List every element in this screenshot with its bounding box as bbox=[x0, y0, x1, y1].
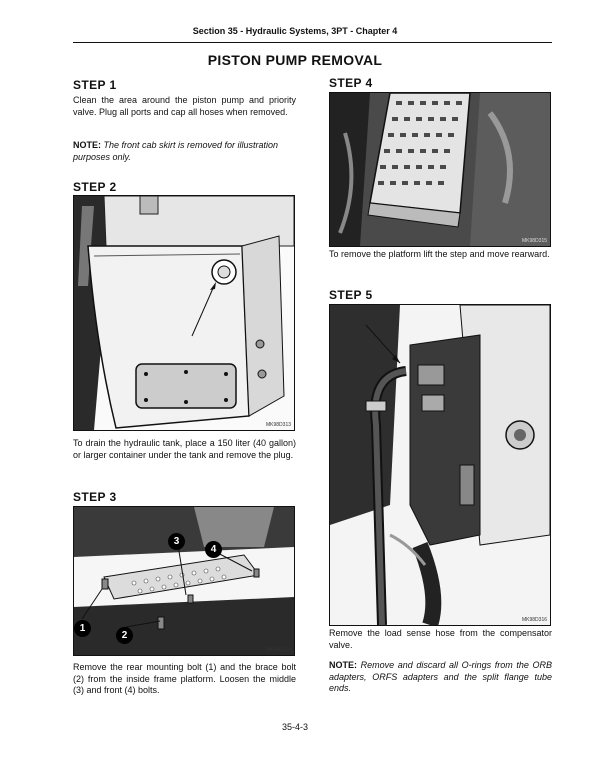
step2-heading: STEP 2 bbox=[73, 180, 117, 194]
step1-note-label: NOTE: bbox=[73, 140, 101, 150]
step2-illustration bbox=[74, 196, 294, 430]
step3-figure: 1 2 3 4 MK98D314 bbox=[73, 506, 295, 656]
step3-figure-id: MK98D314 bbox=[265, 647, 291, 653]
step4-illustration bbox=[330, 93, 550, 246]
step5-note-label: NOTE: bbox=[329, 660, 357, 670]
step5-figure: MK98D316 bbox=[329, 304, 551, 626]
step1-heading: STEP 1 bbox=[73, 78, 117, 92]
step5-figure-id: MK98D316 bbox=[521, 617, 547, 623]
callout-2: 2 bbox=[116, 627, 133, 644]
step2-text: To drain the hydraulic tank, place a 150… bbox=[73, 438, 296, 460]
callout-1: 1 bbox=[74, 620, 91, 637]
header-rule bbox=[73, 42, 552, 43]
step2-figure: MK98D313 bbox=[73, 195, 295, 431]
step5-illustration bbox=[330, 305, 550, 625]
callout-3: 3 bbox=[168, 533, 185, 550]
step3-text: Remove the rear mounting bolt (1) and th… bbox=[73, 662, 296, 695]
step4-figure-id: MK98D315 bbox=[521, 238, 547, 244]
page-title: PISTON PUMP REMOVAL bbox=[207, 52, 383, 68]
step1-note: NOTE: The front cab skirt is removed for… bbox=[73, 140, 296, 163]
step1-note-text: The front cab skirt is removed for illus… bbox=[73, 140, 279, 162]
section-header: Section 35 - Hydraulic Systems, 3PT - Ch… bbox=[192, 26, 398, 36]
step5-note: NOTE: Remove and discard all O-rings fro… bbox=[329, 660, 552, 695]
step3-illustration bbox=[74, 507, 294, 655]
callout-4: 4 bbox=[205, 541, 222, 558]
step3-heading: STEP 3 bbox=[73, 490, 117, 504]
step4-text: To remove the platform lift the step and… bbox=[329, 249, 550, 259]
step5-text: Remove the load sense hose from the comp… bbox=[329, 628, 552, 650]
step2-figure-id: MK98D313 bbox=[265, 422, 291, 428]
step5-note-text: Remove and discard all O-rings from the … bbox=[329, 660, 552, 693]
step4-heading: STEP 4 bbox=[329, 76, 373, 90]
step1-text: Clean the area around the piston pump an… bbox=[73, 95, 296, 117]
step4-figure: MK98D315 bbox=[329, 92, 551, 247]
step5-heading: STEP 5 bbox=[329, 288, 373, 302]
page-number: 35-4-3 bbox=[281, 722, 308, 732]
